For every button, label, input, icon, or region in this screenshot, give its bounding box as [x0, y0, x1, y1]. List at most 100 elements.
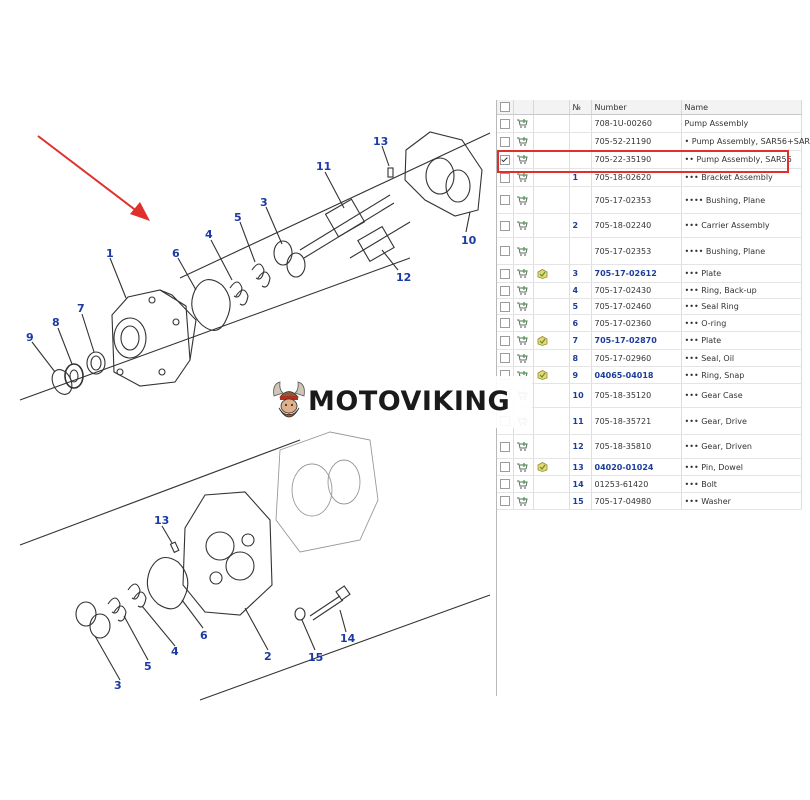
cart-cell[interactable] [513, 314, 534, 332]
picture-cell[interactable] [533, 331, 570, 350]
row-checkbox[interactable] [500, 353, 510, 363]
row-checkbox[interactable] [500, 441, 510, 452]
row-checkbox[interactable] [500, 136, 510, 147]
cart-cell[interactable] [513, 132, 534, 151]
cart-cell[interactable] [513, 434, 534, 459]
row-checkbox-cell[interactable] [497, 150, 514, 169]
part-picture-icon[interactable] [537, 370, 548, 380]
part-picture-icon[interactable] [537, 462, 548, 472]
table-row[interactable]: 705-17-02353•••• Bushing, Plane [497, 186, 802, 214]
cart-cell[interactable] [513, 331, 534, 350]
add-to-cart-icon[interactable] [516, 195, 528, 205]
cart-cell[interactable] [513, 168, 534, 187]
table-row[interactable]: 705-52-21190• Pump Assembly, SAR56+SAR [497, 132, 810, 151]
row-checkbox[interactable] [500, 118, 510, 129]
row-checkbox-cell[interactable] [497, 213, 514, 238]
picture-cell[interactable] [533, 264, 570, 283]
add-to-cart-icon[interactable] [516, 353, 528, 363]
cart-cell[interactable] [513, 186, 534, 214]
row-checkbox[interactable] [500, 285, 510, 296]
header-number[interactable]: Number [591, 100, 682, 115]
row-checkbox-cell[interactable] [497, 237, 514, 265]
row-checkbox[interactable] [500, 268, 510, 279]
row-checkbox-cell[interactable] [497, 314, 514, 332]
picture-cell[interactable] [533, 458, 570, 476]
add-to-cart-icon[interactable] [516, 137, 528, 146]
add-to-cart-icon[interactable] [516, 318, 528, 328]
cart-cell[interactable] [513, 298, 534, 315]
cart-cell[interactable] [513, 150, 534, 169]
part-picture-icon[interactable] [537, 268, 548, 279]
add-to-cart-icon[interactable] [516, 442, 528, 451]
row-checkbox-cell[interactable] [497, 264, 514, 283]
add-to-cart-icon[interactable] [516, 336, 528, 345]
add-to-cart-icon[interactable] [516, 269, 528, 278]
row-checkbox[interactable] [500, 335, 510, 346]
add-to-cart-icon[interactable] [516, 119, 528, 128]
row-checkbox[interactable] [500, 172, 510, 183]
table-row[interactable]: 705-17-02353•••• Bushing, Plane [497, 237, 802, 265]
select-all-checkbox[interactable] [500, 102, 510, 112]
row-checkbox-cell[interactable] [497, 168, 514, 187]
cart-cell[interactable] [513, 475, 534, 493]
row-checkbox-cell[interactable] [497, 186, 514, 214]
header-no[interactable]: № [569, 100, 592, 115]
add-to-cart-icon[interactable] [516, 246, 528, 256]
row-checkbox-cell[interactable] [497, 132, 514, 151]
cart-cell[interactable] [513, 264, 534, 283]
row-checkbox[interactable] [500, 496, 510, 506]
part-number-cell[interactable]: 04020-01024 [591, 458, 682, 476]
part-number-cell[interactable]: 705-17-02612 [591, 264, 682, 283]
part-picture-icon[interactable] [537, 335, 548, 346]
part-number-cell[interactable]: 04065-04018 [591, 366, 682, 384]
row-checkbox-cell[interactable] [497, 458, 514, 476]
row-checkbox[interactable] [500, 301, 510, 312]
row-checkbox[interactable] [500, 195, 510, 205]
row-checkbox-cell[interactable] [497, 349, 514, 367]
add-to-cart-icon[interactable] [516, 155, 528, 164]
add-to-cart-icon[interactable] [516, 479, 528, 489]
header-select-all[interactable] [497, 100, 514, 115]
cart-cell[interactable] [513, 492, 534, 510]
cart-cell[interactable] [513, 458, 534, 476]
row-checkbox-cell[interactable] [497, 298, 514, 315]
add-to-cart-icon[interactable] [516, 496, 528, 506]
cart-cell[interactable] [513, 282, 534, 299]
row-checkbox-cell[interactable] [497, 475, 514, 493]
add-to-cart-icon[interactable] [516, 173, 528, 182]
row-checkbox[interactable] [500, 479, 510, 489]
add-to-cart-icon[interactable] [516, 286, 528, 295]
add-to-cart-icon[interactable] [516, 462, 528, 472]
add-to-cart-icon[interactable] [516, 302, 528, 311]
row-checkbox[interactable] [500, 318, 510, 328]
row-checkbox-cell[interactable] [497, 282, 514, 299]
row-checkbox[interactable] [500, 246, 510, 256]
cart-cell[interactable] [513, 114, 534, 133]
header-name[interactable]: Name [681, 100, 802, 115]
picture-cell[interactable] [533, 366, 570, 384]
add-to-cart-icon[interactable] [516, 221, 528, 230]
row-checkbox[interactable] [500, 462, 510, 472]
row-checkbox[interactable] [500, 154, 510, 165]
row-checkbox-cell[interactable] [497, 114, 514, 133]
table-row[interactable]: 705-22-35190•• Pump Assembly, SAR56 [497, 150, 802, 169]
cart-cell[interactable] [513, 237, 534, 265]
row-checkbox-cell[interactable] [497, 492, 514, 510]
cart-cell[interactable] [513, 349, 534, 367]
row-checkbox-cell[interactable] [497, 434, 514, 459]
